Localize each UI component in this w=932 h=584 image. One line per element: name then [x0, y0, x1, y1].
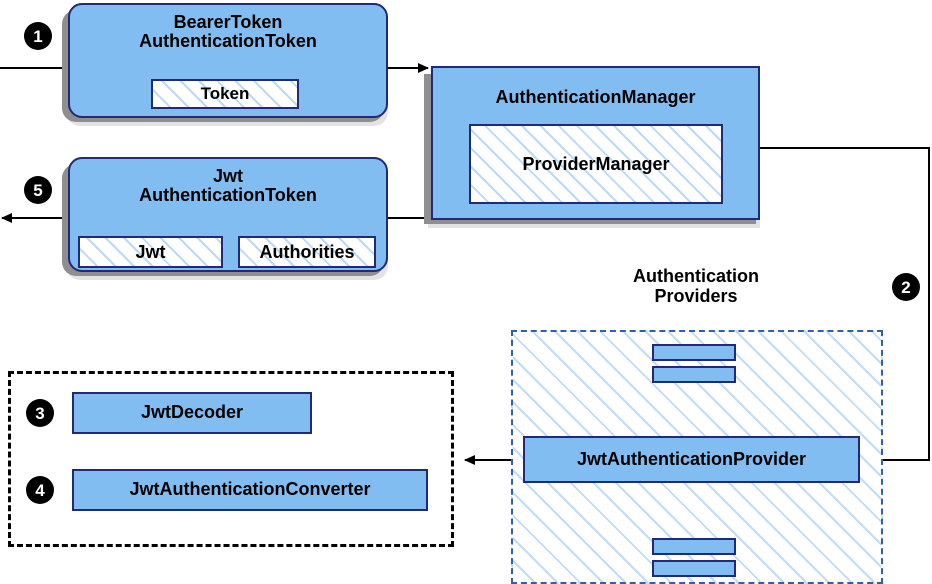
provider-stack-bar-bottom-1	[652, 538, 736, 555]
jwt-chip-label: Jwt	[135, 241, 166, 262]
jwt-authentication-provider-node[interactable]: JwtAuthenticationProvider	[523, 436, 860, 483]
connector-manager-to-provider	[760, 147, 930, 465]
bearer-token-chip-token: Token	[151, 79, 299, 109]
badge-step-1: 1	[25, 23, 51, 49]
authentication-manager-chip-provider-manager: ProviderManager	[469, 124, 723, 204]
badge-step-2-number: 2	[901, 277, 911, 297]
jwt-authentication-token-chip-jwt: Jwt	[78, 236, 223, 268]
badge-step-5-number: 5	[33, 180, 43, 200]
authentication-providers-label: Authentication Providers	[596, 266, 796, 307]
badge-step-5: 5	[25, 177, 51, 203]
badge-step-2: 2	[893, 274, 919, 300]
jwt-authentication-token-line1: Jwt	[212, 166, 243, 186]
provider-stack-bar-bottom-2	[652, 560, 736, 577]
jwt-decoder-label: JwtDecoder	[140, 402, 244, 423]
badge-step-3-number: 3	[35, 403, 45, 423]
badge-step-4: 4	[27, 477, 53, 503]
badge-step-3: 3	[27, 400, 53, 426]
jwt-authentication-converter-label: JwtAuthenticationConverter	[129, 479, 371, 500]
badge-step-1-number: 1	[33, 26, 43, 46]
jwt-authentication-token-line2: AuthenticationToken	[139, 185, 317, 206]
provider-stack-bar-top-2	[652, 366, 736, 383]
bearer-token-line1: BearerToken	[173, 12, 283, 32]
jwt-authentication-converter-node[interactable]: JwtAuthenticationConverter	[72, 469, 428, 511]
bearer-token-line2: AuthenticationToken	[139, 31, 317, 52]
badge-step-4-number: 4	[35, 480, 45, 500]
provider-manager-label: ProviderManager	[522, 153, 670, 174]
authentication-providers-label-line1: Authentication	[633, 266, 759, 286]
authentication-providers-label-line2: Providers	[654, 285, 738, 306]
jwt-authentication-provider-label: JwtAuthenticationProvider	[576, 448, 807, 469]
provider-stack-bar-top-1	[652, 344, 736, 361]
bearer-token-chip-token-label: Token	[200, 84, 250, 103]
authentication-manager-title: AuthenticationManager	[495, 87, 696, 107]
jwt-decoder-node[interactable]: JwtDecoder	[72, 392, 312, 434]
jwt-authentication-token-chip-authorities: Authorities	[238, 236, 376, 268]
authorities-chip-label: Authorities	[259, 241, 355, 262]
